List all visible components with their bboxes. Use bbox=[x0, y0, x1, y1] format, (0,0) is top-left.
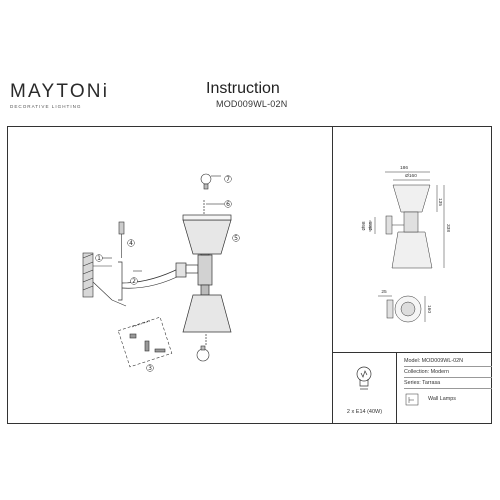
shade-top bbox=[182, 200, 232, 255]
info-model: Model: MOD009WL-02N bbox=[404, 356, 492, 367]
bulb-spec-icon bbox=[356, 366, 372, 390]
dimension-drawing bbox=[369, 171, 445, 323]
bulb-spec-box: 2 x E14 (40W) bbox=[332, 353, 397, 424]
lamp-type-row: Wall Lamps bbox=[404, 392, 490, 406]
dimension-labels: 186 Ø160 135 338 Ø98 Ø65 25 160 bbox=[361, 165, 451, 313]
wall-lamp-type-icon bbox=[405, 393, 419, 406]
step-6: 6 bbox=[226, 201, 230, 208]
hardware-package bbox=[117, 316, 173, 368]
dim-plate: 160 bbox=[426, 305, 432, 313]
step-1: 1 bbox=[97, 255, 101, 262]
model-number: MOD009WL-02N bbox=[216, 99, 288, 109]
dim-width-shade: Ø160 bbox=[405, 173, 417, 179]
step-4: 4 bbox=[129, 240, 133, 247]
screwdriver-icon bbox=[118, 221, 125, 258]
info-collection: Collection: Modern bbox=[404, 367, 492, 378]
vertical-divider bbox=[332, 126, 333, 424]
bulb-label: 2 x E14 (40W) bbox=[346, 409, 383, 415]
lamp-type-label: Wall Lamps bbox=[428, 396, 456, 402]
brand-logo: MAYTONi DECORATIVE LIGHTING bbox=[10, 82, 120, 109]
dim-height-top: 135 bbox=[437, 198, 443, 206]
step-3: 3 bbox=[148, 365, 152, 372]
info-series: Series: Tarrasa bbox=[404, 378, 492, 389]
instruction-frame bbox=[7, 126, 492, 424]
product-info: Model: MOD009WL-02N Collection: Modern S… bbox=[404, 356, 492, 389]
step-markers: 1 2 3 4 5 6 7 bbox=[95, 175, 240, 372]
dim-base-2: Ø65 bbox=[368, 221, 374, 230]
dim-height-total: 338 bbox=[445, 224, 451, 232]
step-5: 5 bbox=[234, 235, 238, 242]
dim-width-total: 186 bbox=[400, 165, 408, 171]
logo-text: MAYTONi bbox=[10, 81, 110, 102]
dim-base-1: Ø98 bbox=[361, 221, 367, 230]
horizontal-divider bbox=[332, 352, 492, 353]
page-title: Instruction bbox=[206, 80, 280, 97]
bulb-bottom-icon bbox=[196, 345, 210, 362]
bulb-top-icon bbox=[200, 173, 212, 190]
logo-subtitle: DECORATIVE LIGHTING bbox=[10, 104, 82, 109]
wall-mount-plate bbox=[82, 252, 127, 307]
step-7: 7 bbox=[226, 176, 230, 183]
step-2: 2 bbox=[132, 278, 136, 285]
dim-depth: 25 bbox=[381, 289, 387, 295]
shade-bottom bbox=[182, 294, 232, 345]
